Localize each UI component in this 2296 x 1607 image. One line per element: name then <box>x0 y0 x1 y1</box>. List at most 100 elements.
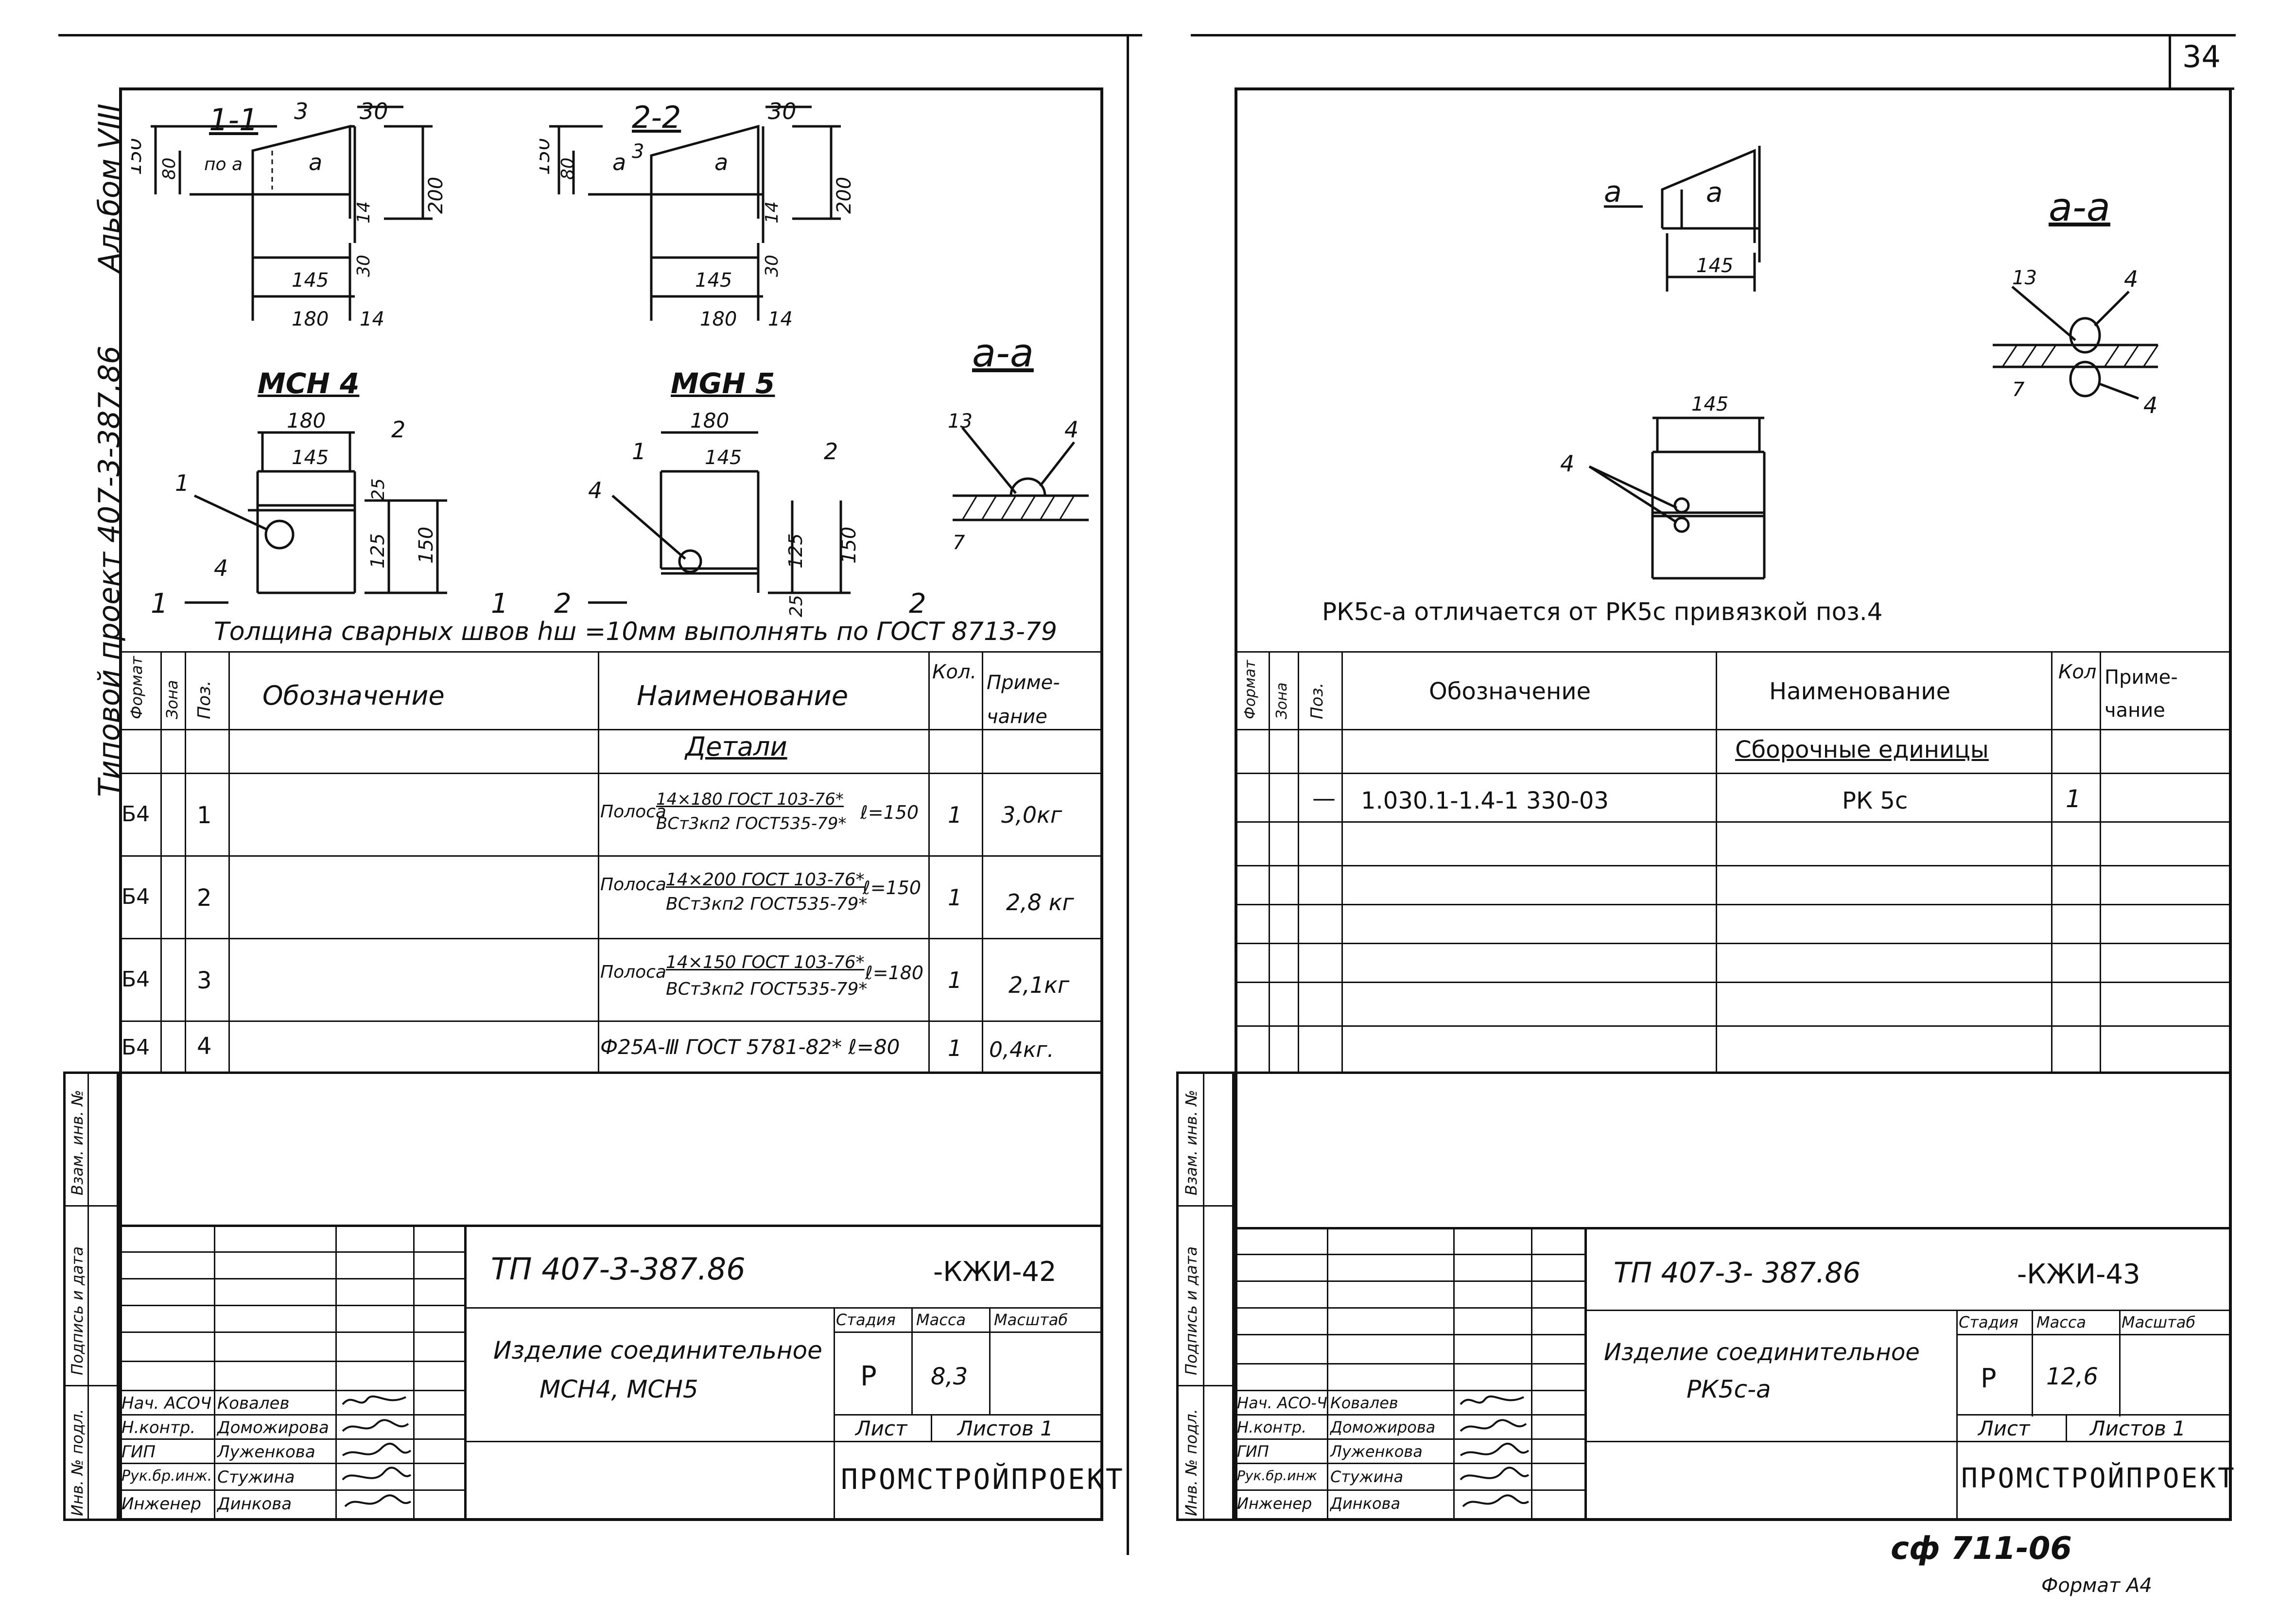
left-stamp-main-h <box>464 1307 1103 1309</box>
left-stamp-top <box>119 1225 1103 1227</box>
right-dim-a-1: а <box>1604 175 1622 209</box>
right-dim-4-a: 4 <box>2124 266 2138 292</box>
left-row1-qty: 1 <box>948 802 962 828</box>
page-number: 34 <box>2182 39 2221 74</box>
format-mark: Формат А4 <box>2041 1574 2152 1597</box>
right-signatures <box>1460 1395 1530 1507</box>
right-row-designation: 1.030.1-1.4-1 330-03 <box>1361 787 1609 814</box>
right-stamp-top <box>1235 1227 2232 1229</box>
left-stamp-v1 <box>214 1225 215 1521</box>
cut-1-left: 1 <box>151 588 168 620</box>
right-side-strip-h1 <box>1176 1205 1235 1207</box>
left-row2-top: 14×200 ГОСТ 103-76* <box>666 870 865 890</box>
left-row4-note: 0,4кг. <box>989 1037 1054 1062</box>
right-stamp-r10 <box>1235 1489 1584 1491</box>
left-col-2 <box>185 651 186 1071</box>
left-stamp-r4 <box>119 1331 464 1333</box>
right-stamp-v1 <box>1327 1227 1328 1521</box>
left-table-row3 <box>119 1020 1103 1022</box>
right-hdr-qty: Кол <box>2058 661 2097 683</box>
left-stamp-v2 <box>335 1225 337 1521</box>
section-2-2-title: 2-2 <box>632 100 681 135</box>
dim-145-c: 145 <box>292 447 329 469</box>
right-stamp-r1 <box>1235 1254 1584 1255</box>
left-aa-title: а-а <box>972 330 1034 376</box>
right-stamp-mass-label: Масса <box>2036 1313 2087 1331</box>
left-row4-format: Б4 <box>122 1035 150 1060</box>
dim-1-b: 1 <box>632 438 646 465</box>
dim-80-a: 80 <box>159 157 179 180</box>
left-col-4 <box>598 651 599 1071</box>
right-plan-drawing: 145 4 <box>1560 393 1766 580</box>
left-side-strip-h1 <box>63 1205 119 1207</box>
dim-30-a: 30 <box>360 98 388 124</box>
left-row2-qty: 1 <box>948 884 962 911</box>
dim-180-b: 180 <box>700 308 737 330</box>
left-stamp-sheets-label: Листов 1 <box>957 1417 1053 1440</box>
dim-a: а <box>309 149 322 175</box>
right-dim-13: 13 <box>2012 267 2037 289</box>
dim-7-a: 7 <box>953 532 965 554</box>
left-sheet-frame <box>119 87 1103 1521</box>
left-stamp-r1 <box>119 1251 464 1253</box>
right-dim-4-c: 4 <box>1560 450 1574 477</box>
right-stamp-r6 <box>1235 1390 1584 1391</box>
right-col-1 <box>1269 651 1270 1071</box>
left-stamp-r8 <box>119 1438 464 1440</box>
left-stamp-title1: Изделие соединительное <box>493 1336 822 1365</box>
dim-3-b: 3 <box>632 140 644 163</box>
right-side-strip <box>1176 1071 1235 1521</box>
left-col-6 <box>982 651 983 1071</box>
dim-25-a: 25 <box>368 478 388 501</box>
right-table-r3 <box>1235 865 2232 866</box>
right-sheet-frame <box>1235 87 2232 1521</box>
left-section-title: Детали <box>685 731 787 762</box>
left-row3-prefix: Полоса <box>600 962 666 982</box>
right-stamp-r8 <box>1235 1438 1584 1440</box>
right-stamp-v2 <box>1453 1227 1455 1521</box>
dim-150-d: 150 <box>838 527 860 564</box>
cut-2-right: 2 <box>909 588 926 620</box>
right-col-3 <box>1341 651 1343 1071</box>
left-table-bottom <box>119 1071 1103 1074</box>
left-person-role-5: Инженер <box>122 1494 201 1514</box>
right-row-name: РК 5с <box>1842 787 1908 814</box>
right-person-name-2: Доможирова <box>1330 1418 1436 1436</box>
right-stamp-sheet-h <box>1956 1414 2232 1416</box>
dim-4-c: 4 <box>1064 416 1078 443</box>
right-stamp-r2 <box>1235 1280 1584 1282</box>
right-person-name-3: Луженкова <box>1330 1442 1423 1461</box>
left-stamp-r6 <box>119 1390 464 1391</box>
right-stamp-main-h <box>1584 1310 2232 1311</box>
left-stamp-r10 <box>119 1489 464 1491</box>
left-row3-qty: 1 <box>948 967 962 993</box>
right-side-strip-divider <box>1203 1071 1204 1521</box>
left-side-podpis: Подпись и дата <box>68 1246 87 1375</box>
right-hdr-format: Формат <box>1242 660 1259 719</box>
left-row2-format: Б4 <box>122 884 150 909</box>
dim-125-a: 125 <box>367 533 388 569</box>
right-stamp-sheet-v <box>2066 1414 2067 1441</box>
mgn5-drawing: 180 145 1 2 4 125 150 25 <box>588 409 860 617</box>
right-hdr-name: Наименование <box>1769 678 1951 705</box>
right-table-r4 <box>1235 904 2232 905</box>
right-row-pos: — <box>1312 785 1336 812</box>
dim-125-b: 125 <box>785 533 806 569</box>
right-person-name-5: Динкова <box>1330 1494 1401 1513</box>
left-row1-note: 3,0кг <box>1001 802 1062 828</box>
cut-1-right: 1 <box>491 588 508 620</box>
left-row1-top: 14×180 ГОСТ 103-76* <box>656 790 844 809</box>
dim-a-b2: а <box>714 149 728 175</box>
msn4-title: МСН 4 <box>258 367 360 400</box>
dim-30-d: 30 <box>762 255 782 277</box>
left-side-strip <box>63 1071 119 1521</box>
left-row4-qty: 1 <box>948 1035 962 1061</box>
left-stamp-scale-v <box>989 1307 991 1414</box>
right-side-podpis: Подпись и дата <box>1182 1246 1200 1375</box>
left-stamp-r9 <box>119 1463 464 1464</box>
left-row3-note: 2,1кг <box>1009 972 1070 998</box>
left-table-row2 <box>119 938 1103 939</box>
left-side-strip-h2 <box>63 1385 119 1386</box>
left-stamp-v3 <box>413 1225 415 1521</box>
right-aa-drawing: 13 4 4 7 <box>1993 266 2159 418</box>
